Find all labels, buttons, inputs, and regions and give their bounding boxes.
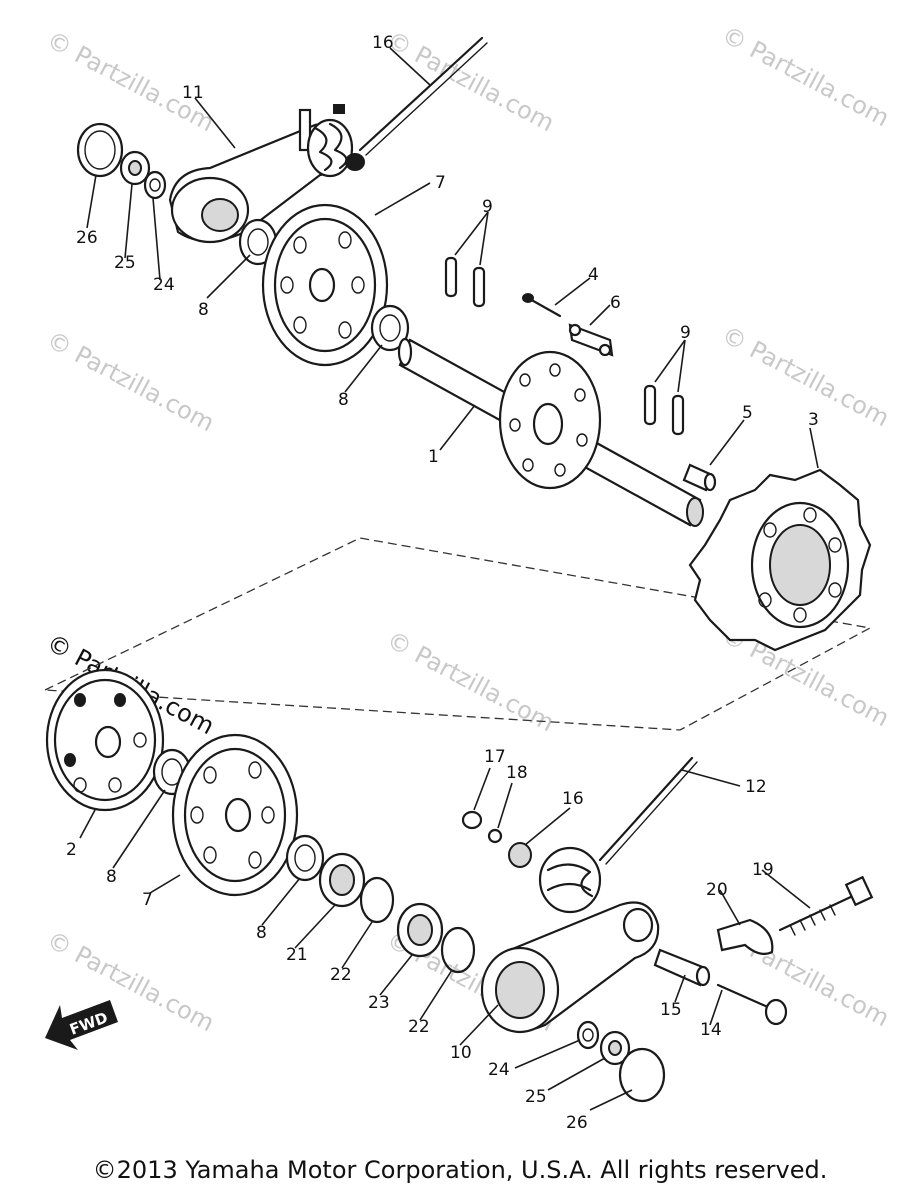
bolt-19: [778, 875, 874, 936]
callout: 26: [566, 1113, 588, 1133]
collar-15: [653, 948, 711, 987]
callout: 21: [286, 945, 308, 965]
callout: 7: [142, 890, 153, 910]
spring-16: [538, 846, 602, 914]
washer-24-top: [143, 170, 167, 200]
callout: 16: [372, 33, 394, 53]
callout: 5: [742, 403, 753, 423]
callout: 8: [256, 923, 267, 943]
callout: 22: [408, 1017, 430, 1037]
sleeve-4: [682, 463, 717, 492]
sprocket-3: [688, 468, 872, 652]
arm-11: [168, 108, 352, 244]
callout: 2: [66, 840, 77, 860]
callout: 1: [428, 447, 439, 467]
callout: 24: [488, 1060, 510, 1080]
callout: 14: [700, 1020, 722, 1040]
pin-9: [671, 394, 685, 436]
watermark: © Partzilla.com: [42, 326, 219, 438]
assembly-outline: [44, 537, 872, 731]
callout: 7: [435, 173, 446, 193]
callout: 6: [610, 293, 621, 313]
watermark: © Partzilla.com: [382, 26, 559, 138]
callout: 4: [588, 265, 599, 285]
callout: 24: [153, 275, 175, 295]
callout: 16: [562, 789, 584, 809]
shaft-1: [397, 337, 704, 527]
collar-16: [508, 842, 532, 868]
callout: 25: [525, 1087, 547, 1107]
copyright-notice: ©2013 Yamaha Motor Corporation, U.S.A. A…: [92, 1156, 828, 1184]
callout: 10: [450, 1043, 472, 1063]
pin-9: [643, 384, 657, 426]
pin-9: [472, 266, 486, 308]
watermark: © Partzilla.com: [717, 21, 894, 133]
rod-13: [358, 36, 484, 152]
stopper-20: [716, 918, 774, 955]
cap-26-bottom: [618, 1047, 666, 1103]
watermark: © Partzilla.com: [42, 26, 219, 138]
callout: 8: [338, 390, 349, 410]
callout: 9: [482, 197, 493, 217]
callout: 20: [706, 880, 728, 900]
fwd-label: FWD: [67, 1008, 110, 1038]
bolt-5: [522, 293, 562, 318]
wheel-7-lower: [171, 733, 299, 897]
callout: 11: [182, 83, 204, 103]
callout: 8: [198, 300, 209, 320]
wheel-7-upper: [261, 203, 389, 367]
callout: 9: [680, 323, 691, 343]
callouts: 16 11 26 25 24 8 7 9 4 6 9 5 3 8 1 2 8 7…: [66, 33, 819, 1133]
washer-24-bottom: [576, 1020, 600, 1050]
watermark: © Partzilla.com: [382, 626, 559, 738]
hub-2: [45, 668, 165, 812]
callout: 23: [368, 993, 390, 1013]
circlip-22: [440, 926, 476, 974]
leader-lines: [79, 47, 819, 1111]
callout: 22: [330, 965, 352, 985]
callout: 8: [106, 867, 117, 887]
callout: 17: [484, 747, 506, 767]
spring-11: [306, 104, 365, 178]
bolt-14: [716, 983, 788, 1026]
callout: 25: [114, 253, 136, 273]
callout: 12: [745, 777, 767, 797]
arm-10: [480, 901, 660, 1034]
callout: 18: [506, 763, 528, 783]
callout: 19: [752, 860, 774, 880]
forward-arrow-icon: FWD: [45, 1000, 118, 1050]
circlip-22: [359, 876, 395, 924]
callout: 15: [660, 1000, 682, 1020]
bracket-6: [568, 323, 614, 357]
washer-18: [487, 828, 503, 844]
rod-12: [598, 756, 694, 862]
washer-8-mid: [370, 304, 410, 352]
pin-9: [444, 256, 458, 298]
callout: 3: [808, 410, 819, 430]
callout: 26: [76, 228, 98, 248]
washer-8-bottom: [285, 834, 325, 882]
nut-17: [461, 810, 483, 830]
